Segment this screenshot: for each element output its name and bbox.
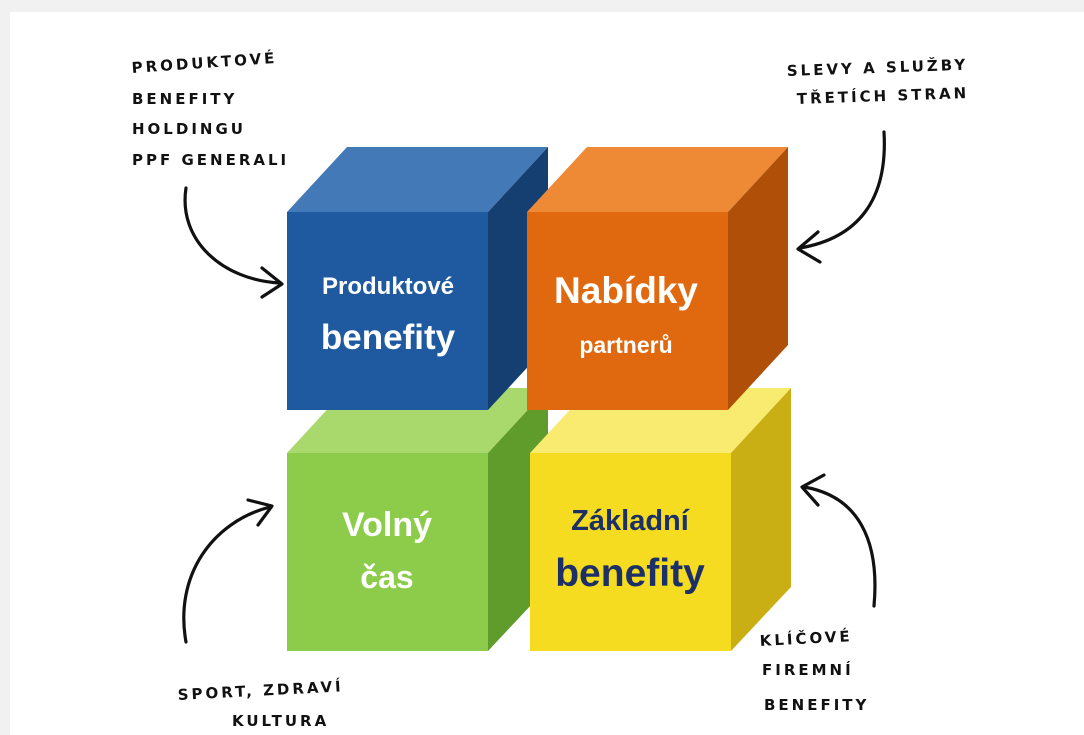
cube-side-face: [728, 147, 788, 410]
arrow-bottom-left: [182, 498, 274, 644]
cube-produktove-benefity: Produktové benefity: [287, 147, 548, 410]
cube-top-face: [527, 147, 788, 212]
cube-side-face: [731, 388, 791, 651]
cube-zakladni-benefity: Základní benefity: [530, 388, 791, 651]
arrow-top-left: [183, 186, 284, 299]
note-line: SPORT, ZDRAVÍ: [177, 676, 344, 704]
cube-front-face: [527, 212, 728, 410]
arrow-head: [800, 473, 826, 507]
cube-label-line2: partnerů: [579, 332, 672, 358]
cube-label-line2: benefity: [321, 318, 456, 357]
note-line: BENEFITY: [764, 696, 869, 714]
arrow-line: [798, 130, 886, 250]
note-line: BENEFITY: [132, 90, 237, 108]
note-top-left: PRODUKTOVÉ BENEFITY HOLDINGU PPF GENERAL…: [131, 48, 289, 169]
note-line: PPF GENERALI: [132, 151, 289, 169]
cube-nabidky-partneru: Nabídky partnerů: [527, 147, 788, 410]
arrow-bottom-right: [800, 473, 877, 608]
arrow-top-right: [796, 130, 886, 264]
cube-top-face: [287, 147, 548, 212]
cube-label-line2: čas: [360, 559, 413, 595]
arrow-line: [182, 505, 272, 644]
cube-label-line1: Volný: [342, 506, 432, 544]
note-line: KULTURA: [232, 712, 329, 730]
cube-label-line1: Základní: [571, 505, 690, 537]
note-line: HOLDINGU: [132, 120, 246, 138]
arrow-head: [260, 266, 284, 299]
cube-volny-cas: Volný čas: [287, 388, 548, 651]
arrow-head: [246, 498, 274, 527]
note-bottom-left: SPORT, ZDRAVÍ KULTURA: [177, 676, 344, 730]
arrow-line: [183, 186, 282, 285]
arrow-line: [802, 485, 877, 608]
arrow-head: [796, 230, 822, 264]
note-line: FIREMNÍ: [762, 660, 854, 679]
cube-front-face: [287, 212, 488, 410]
note-line: TŘETÍCH STRAN: [796, 83, 969, 108]
note-line: KLÍČOVÉ: [759, 626, 853, 650]
cube-label-line1: Produktové: [322, 273, 454, 300]
cube-label-line1: Nabídky: [554, 270, 698, 311]
note-top-right: SLEVY A SLUŽBY TŘETÍCH STRAN: [786, 55, 969, 108]
cube-front-face: [287, 453, 488, 651]
cube-front-face: [530, 453, 731, 651]
note-line: SLEVY A SLUŽBY: [786, 55, 968, 80]
note-bottom-right: KLÍČOVÉ FIREMNÍ BENEFITY: [759, 626, 869, 714]
note-line: PRODUKTOVÉ: [131, 48, 278, 77]
cube-label-line2: benefity: [555, 552, 705, 595]
